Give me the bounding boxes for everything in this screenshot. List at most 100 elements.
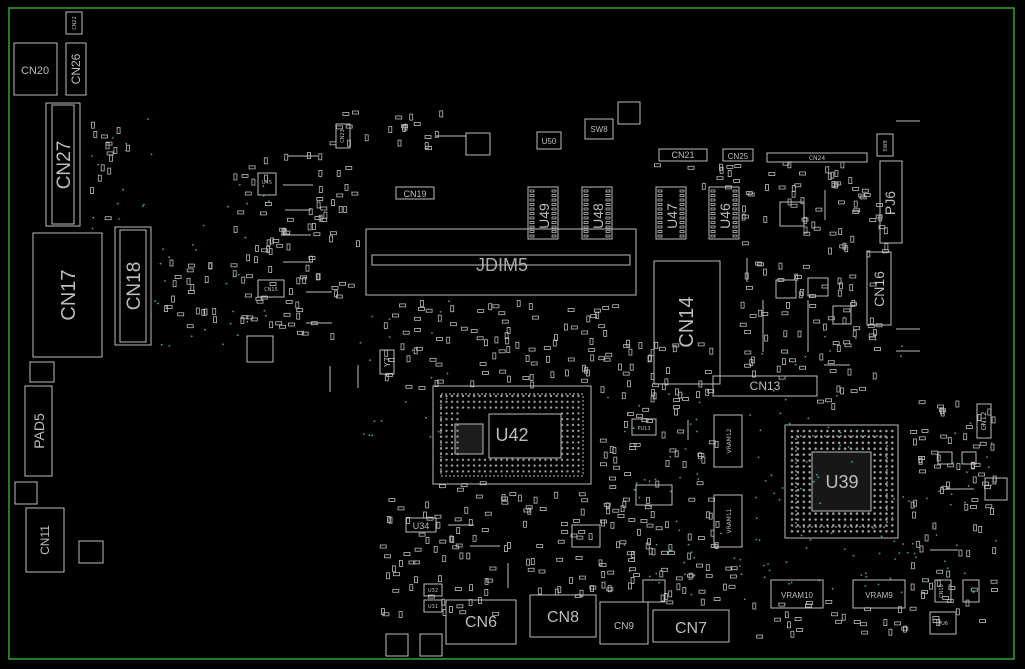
bga-ball (538, 394, 542, 398)
bga-ball (450, 406, 454, 409)
smd-part (174, 275, 182, 279)
smd-part (733, 178, 740, 183)
smd-part (778, 262, 783, 270)
smd-part (786, 301, 790, 309)
bga-ball (439, 394, 443, 398)
smd-part (602, 305, 610, 310)
bga-ball (891, 435, 894, 439)
bga-ball (505, 406, 509, 409)
bga-ball (439, 418, 443, 421)
label-sw9: SW9 (883, 140, 889, 151)
label-y7: Y7 (383, 357, 392, 368)
smd-part (991, 588, 998, 592)
bga-ball (450, 452, 454, 456)
smd-part (589, 337, 594, 345)
ic-pin (657, 234, 663, 238)
smd-part (91, 121, 95, 129)
via (92, 216, 95, 219)
via (815, 473, 818, 476)
via (162, 248, 165, 251)
bga-ball (533, 458, 536, 461)
ic-pin (551, 230, 557, 233)
via (902, 496, 905, 498)
bga-ball (867, 429, 870, 433)
via (908, 500, 910, 503)
smd-part (450, 536, 455, 543)
ic-pin (529, 198, 535, 202)
bga-ball (790, 476, 794, 480)
smd-part (618, 363, 622, 371)
smd-part (787, 198, 792, 206)
ic-pin (605, 212, 611, 215)
smd-part (177, 312, 185, 317)
smd-part (567, 357, 575, 362)
smd-part (629, 567, 636, 572)
bga-ball (571, 406, 575, 409)
smd-part (406, 355, 411, 363)
smd-part (442, 555, 447, 563)
via (893, 497, 895, 500)
via (852, 554, 855, 557)
via (925, 497, 928, 500)
bga-ball (790, 447, 794, 451)
smd-part (744, 272, 749, 280)
bga-ball (802, 429, 806, 433)
smd-part (456, 604, 464, 609)
smd-part (316, 201, 321, 209)
smd-part (836, 385, 841, 393)
bga-ball (885, 482, 888, 486)
smd-part (590, 585, 594, 592)
smd-part (677, 429, 685, 434)
bga-ball (885, 530, 888, 533)
smd-part (320, 206, 328, 211)
smd-part (916, 540, 921, 548)
bga-ball (522, 400, 525, 403)
smd-part (668, 590, 673, 598)
smd-part (823, 323, 827, 331)
smd-part (852, 330, 857, 338)
smd-part (501, 494, 506, 502)
via (693, 556, 696, 559)
smd-part (582, 364, 586, 372)
smd-part (650, 511, 655, 518)
smd-part (409, 584, 414, 591)
ic-pin (583, 207, 589, 211)
smd-part (391, 313, 399, 318)
bga-ball (885, 512, 888, 515)
ic-pin (679, 216, 685, 220)
smd-part (409, 113, 414, 121)
smd-part (696, 481, 704, 486)
bga-ball (873, 518, 876, 521)
bga-ball (544, 394, 547, 398)
smd-part (749, 313, 757, 318)
ic-pin (551, 216, 557, 220)
bga-ball (796, 524, 800, 527)
smd-part (201, 308, 206, 316)
via (244, 236, 247, 239)
ic-pin (605, 221, 611, 224)
smd-part (338, 206, 343, 213)
bga-ball (538, 470, 542, 473)
smd-part (484, 511, 492, 516)
smd-part (626, 551, 634, 556)
bga-ball (467, 394, 470, 398)
via (628, 570, 631, 573)
smd-part (799, 171, 806, 176)
smd-part (741, 213, 746, 221)
bga-ball (790, 471, 794, 474)
smd-part (261, 248, 268, 253)
bga-ball (808, 471, 811, 474)
bga-ball (577, 429, 580, 432)
smd-part (113, 147, 118, 154)
bga-ball (796, 476, 800, 480)
smd-part (336, 193, 344, 198)
bga-ball (808, 465, 811, 468)
smd-part (924, 534, 929, 542)
smd-part (470, 328, 478, 333)
bga-ball (472, 406, 476, 409)
via (678, 529, 681, 532)
smd-part (305, 264, 310, 272)
via (851, 460, 853, 463)
smd-part (276, 243, 284, 248)
via (204, 328, 206, 331)
